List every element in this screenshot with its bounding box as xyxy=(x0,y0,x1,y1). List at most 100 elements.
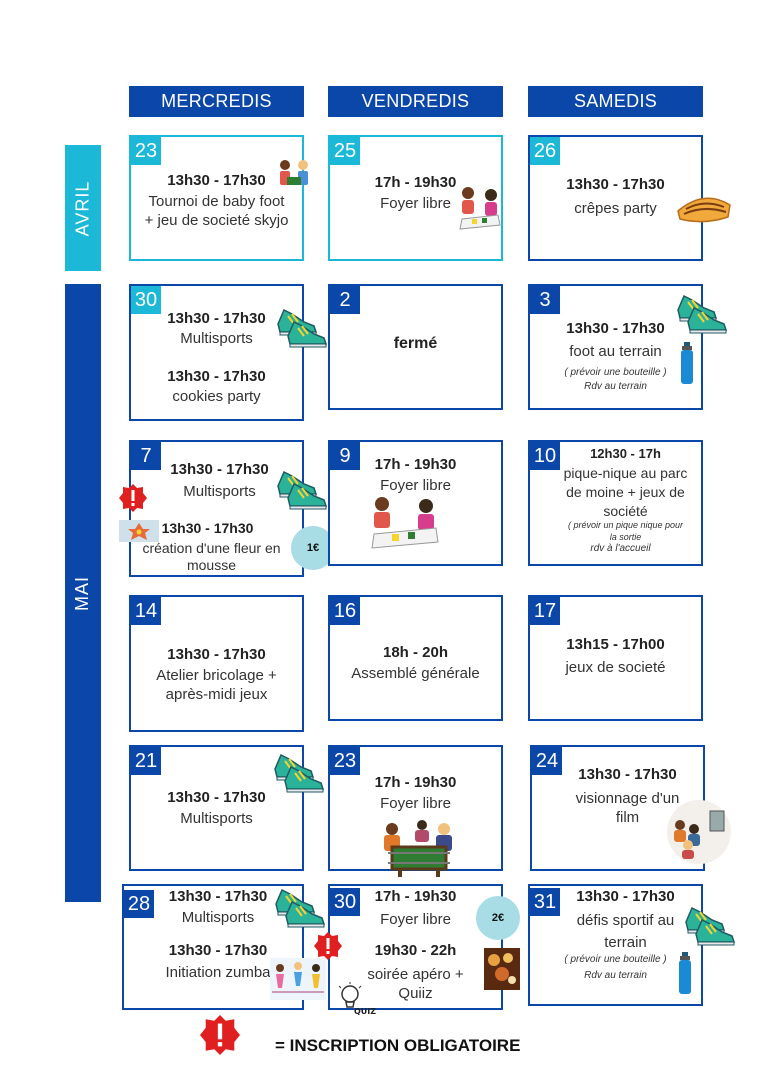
activity: après-midi jeux xyxy=(165,686,268,703)
card-wed-23: 23 13h30 - 17h30 Tournoi de baby foot + … xyxy=(129,135,308,261)
kids-playing-icon xyxy=(280,160,308,185)
card-sat-31: 31 13h30 - 17h30 défis sportif au terrai… xyxy=(528,884,703,1006)
activity: Atelier bricolage + xyxy=(156,667,277,684)
activity: Multisports xyxy=(183,483,256,500)
sneakers-icon xyxy=(272,882,326,928)
month-avril-label: AVRIL xyxy=(72,180,93,236)
activity: Multisports xyxy=(180,330,253,347)
header-mercredis: MERCREDIS xyxy=(129,86,304,117)
activity: Multisports xyxy=(180,810,253,827)
time: 12h30 - 17h xyxy=(590,446,661,461)
kids-playing-icon xyxy=(459,187,501,230)
activity: film xyxy=(615,809,640,826)
note: Rdv au terrain xyxy=(584,381,647,392)
card-fri-25: 25 17h - 19h30 Foyer libre xyxy=(328,135,503,261)
card-sat-3: 3 13h30 - 17h30 foot au terrain ( prévoi… xyxy=(528,284,703,410)
time: 13h30 - 17h30 xyxy=(566,176,665,193)
activity: crêpes party xyxy=(574,200,657,217)
time: 13h30 - 17h30 xyxy=(167,368,266,385)
card-fri-9: 9 17h - 19h30 Foyer libre xyxy=(328,440,503,566)
day-number: 23 xyxy=(131,137,161,165)
note: ( prévoir un pique nique pour xyxy=(567,520,684,530)
card-sat-10: 10 12h30 - 17h pique-nique au parc de mo… xyxy=(528,440,703,566)
note: Rdv au terrain xyxy=(584,970,647,981)
activity: Foyer libre xyxy=(380,195,451,212)
card-wed-28: 28 13h30 - 17h30 Multisports 13h30 - 17h… xyxy=(122,884,326,1010)
time: 13h30 - 17h30 xyxy=(167,172,266,189)
activity: Initiation zumba xyxy=(165,964,271,981)
note: ( prévoir une bouteille ) xyxy=(564,954,667,965)
time: 17h - 19h30 xyxy=(374,774,457,791)
day-number: 2 xyxy=(330,286,360,314)
activity: Foyer libre xyxy=(380,477,451,494)
closed-label: fermé xyxy=(393,335,438,352)
card-wed-21: 21 13h30 - 17h30 Multisports xyxy=(129,745,304,871)
day-number: 26 xyxy=(530,137,560,165)
activity: société xyxy=(603,503,648,519)
day-number: 23 xyxy=(330,747,360,775)
note: ( prévoir une bouteille ) xyxy=(564,367,667,378)
note: la sortie xyxy=(609,532,642,542)
activity: Assemblé générale xyxy=(351,665,480,682)
food-icon xyxy=(484,948,520,990)
card-wed-14: 14 13h30 - 17h30 Atelier bricolage + apr… xyxy=(129,595,304,732)
header-vendredis: VENDREDIS xyxy=(328,86,503,117)
water-bottle-icon xyxy=(679,952,691,994)
month-avril: AVRIL xyxy=(65,145,101,271)
alert-icon xyxy=(119,484,147,512)
card-sat-17: 17 13h15 - 17h00 jeux de societé xyxy=(528,595,703,721)
activity: de moine + jeux de xyxy=(566,484,685,500)
card-fri-23: 23 17h - 19h30 Foyer libre xyxy=(328,745,503,877)
month-mai-label: MAI xyxy=(72,575,93,611)
card-sat-26: 26 13h30 - 17h30 crêpes party xyxy=(528,135,731,261)
activity: Foyer libre xyxy=(380,795,451,812)
activity: création d'une fleur en xyxy=(142,540,281,556)
sneakers-icon xyxy=(682,900,736,946)
sneakers-icon xyxy=(274,464,328,510)
kids-playing-icon xyxy=(371,497,439,549)
time: 13h30 - 17h30 xyxy=(167,646,266,663)
activity: Foyer libre xyxy=(380,911,451,928)
card-sat-24: 24 13h30 - 17h30 visionnage d'un film xyxy=(530,745,731,871)
activity: soirée apéro + xyxy=(367,966,464,983)
activity: cookies party xyxy=(172,388,261,405)
alert-icon xyxy=(314,932,342,960)
activity: mousse xyxy=(186,557,237,573)
legend-inscription-obligatoire: = INSCRIPTION OBLIGATOIRE xyxy=(275,1036,521,1055)
activity: terrain xyxy=(604,934,647,951)
time: 19h30 - 22h xyxy=(374,942,457,959)
activity: visionnage d'un xyxy=(575,790,680,807)
foosball-icon xyxy=(384,820,452,877)
activity: + jeu de societé skyjo xyxy=(144,212,289,229)
time: 13h30 - 17h30 xyxy=(578,766,677,783)
time: 13h15 - 17h00 xyxy=(566,636,665,653)
day-number: 28 xyxy=(124,890,154,918)
activity: Tournoi de baby foot xyxy=(148,193,285,210)
quiz-bulb-label: QUIZ xyxy=(354,1007,376,1016)
time: 18h - 20h xyxy=(382,644,449,661)
day-number: 21 xyxy=(131,747,161,775)
time: 13h30 - 17h30 xyxy=(168,888,268,905)
activity: Multisports xyxy=(181,909,255,926)
time: 13h30 - 17h30 xyxy=(170,461,269,478)
activity: jeux de societé xyxy=(565,659,666,676)
activity: pique-nique au parc xyxy=(563,465,688,481)
day-number: 9 xyxy=(330,442,360,470)
alert-icon xyxy=(200,1015,240,1055)
zumba-icon xyxy=(270,958,326,1000)
time: 13h30 - 17h30 xyxy=(168,942,268,959)
time: 13h30 - 17h30 xyxy=(167,789,266,806)
day-number: 16 xyxy=(330,597,360,625)
water-bottle-icon xyxy=(681,342,693,384)
time: 13h30 - 17h30 xyxy=(576,888,675,905)
flower-icon xyxy=(119,520,159,542)
day-number: 3 xyxy=(530,286,560,314)
day-number: 24 xyxy=(532,747,562,775)
day-number: 25 xyxy=(330,137,360,165)
card-wed-7: 7 13h30 - 17h30 Multisports 13h30 - 17h3… xyxy=(119,440,335,577)
sneakers-icon xyxy=(674,288,728,334)
price-badge: 2€ xyxy=(476,896,520,940)
activity: défis sportif au xyxy=(576,912,675,929)
day-number: 14 xyxy=(131,597,161,625)
day-number: 10 xyxy=(530,442,560,470)
